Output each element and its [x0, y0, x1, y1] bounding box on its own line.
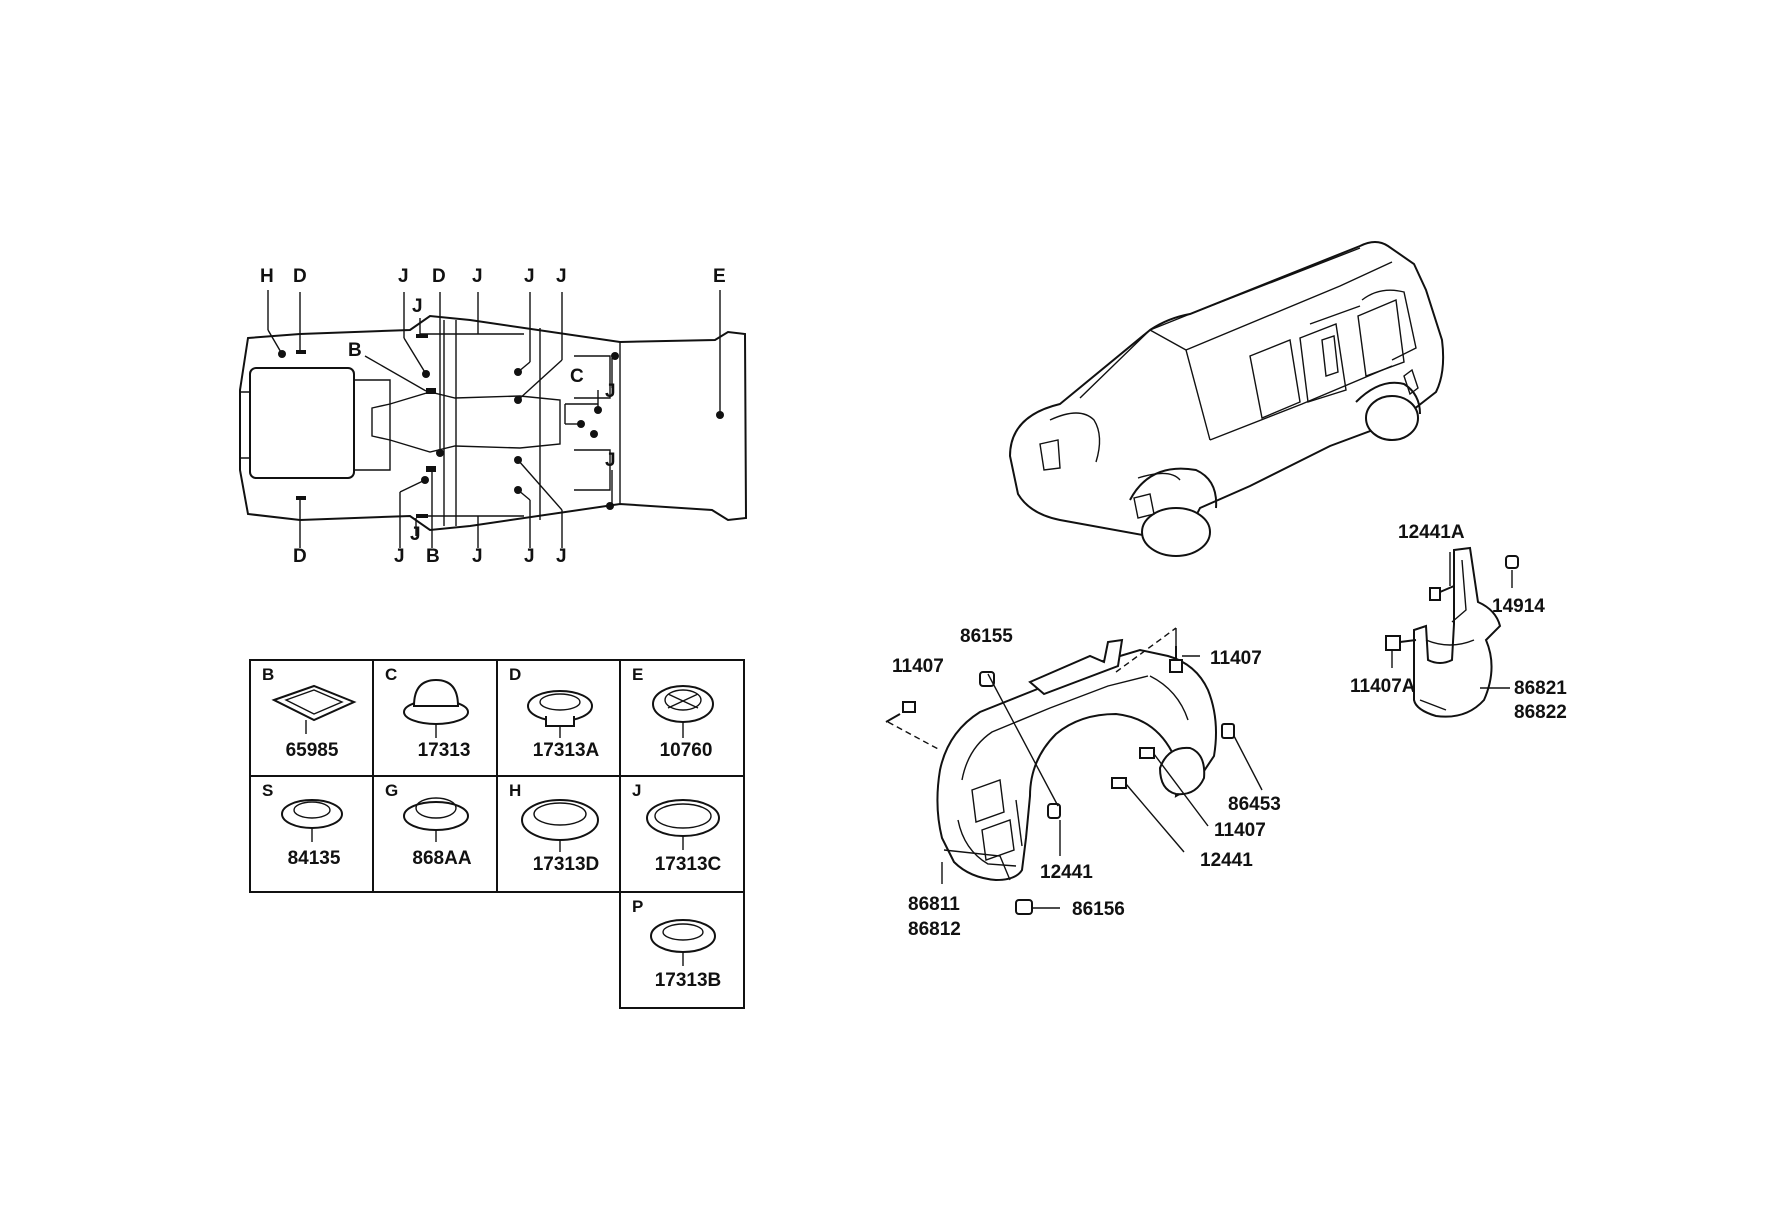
floor-callout-J: J — [556, 546, 567, 567]
plug-letter: G — [385, 781, 398, 800]
plug-letter: C — [385, 665, 397, 684]
screw-icon — [1111, 747, 1155, 789]
floor-callout-J: J — [524, 266, 535, 287]
rear-callout: 86822 — [1514, 702, 1567, 723]
rear-callout: 86821 — [1514, 678, 1567, 699]
clip-icon — [1505, 555, 1519, 569]
liner-callout: 12441 — [1040, 862, 1093, 883]
rear-callout: 14914 — [1492, 596, 1545, 617]
bolt-icon — [1429, 585, 1455, 601]
floor-plan: H D J D J J J E J B C J J D J J B J J J — [239, 266, 748, 567]
floor-callout-B: B — [348, 340, 362, 361]
floor-callout-J: J — [556, 266, 567, 287]
liner-callout: 86812 — [908, 919, 961, 940]
plug-domed-grommet — [403, 797, 469, 842]
plug-small-grommet — [281, 799, 343, 842]
floor-callout-J: J — [394, 546, 405, 567]
bolt-icon — [1169, 646, 1183, 673]
clip-icon — [1015, 899, 1033, 915]
plug-part-number: 10760 — [660, 740, 713, 761]
liner-callout: 86156 — [1072, 899, 1125, 920]
liner-callout: 86155 — [960, 626, 1013, 647]
floor-callout-J: J — [524, 546, 535, 567]
plug-part-number: 17313A — [533, 740, 600, 761]
plug-part-number: 17313 — [418, 740, 471, 761]
bolt-icon — [885, 701, 916, 723]
floor-callout-J: J — [605, 381, 616, 402]
plug-part-number: 17313B — [655, 970, 722, 991]
plug-cross — [652, 685, 714, 738]
floor-callout-J: J — [410, 524, 421, 545]
plug-letter: H — [509, 781, 521, 800]
liner-callout: 11407 — [1210, 648, 1262, 669]
plug-letter: P — [632, 897, 643, 916]
rear-callout: 11407A — [1350, 676, 1416, 697]
plug-part-number: 84135 — [288, 848, 341, 869]
plug-letter: D — [509, 665, 521, 684]
plug-thin-ring — [650, 919, 716, 966]
clip-icon — [1221, 723, 1235, 739]
rear-mud-guard: 12441A 14914 11407A 86821 86822 — [1350, 522, 1567, 723]
floor-callout-J: J — [605, 450, 616, 471]
plug-letter: J — [632, 781, 641, 800]
liner-callout: 11407 — [1214, 820, 1266, 841]
plug-part-number: 65985 — [286, 740, 339, 761]
floor-callout-J: J — [472, 266, 483, 287]
car-illustration — [1008, 241, 1445, 557]
floor-callout-C: C — [570, 366, 584, 387]
floor-callout-H: H — [260, 266, 274, 287]
plug-letter: B — [262, 665, 274, 684]
floor-callout-J: J — [472, 546, 483, 567]
nut-icon — [1047, 803, 1061, 819]
plug-cap-grommet — [403, 678, 469, 738]
plug-large-ring — [521, 799, 599, 852]
liner-callout: 86811 — [908, 894, 960, 915]
floor-callout-E: E — [713, 266, 726, 287]
plug-table: B C D E S G H J P 65985 17313 17313A 107… — [249, 659, 745, 1009]
bolt-icon — [1385, 635, 1417, 651]
floor-callout-D: D — [293, 546, 307, 567]
floor-callout-J: J — [398, 266, 409, 287]
front-fender-liner: 86155 11407 11407 86453 11407 12441 1244… — [885, 626, 1281, 940]
floor-callout-B: B — [426, 546, 440, 567]
liner-callout: 86453 — [1228, 794, 1281, 815]
plug-flat-ring — [646, 799, 720, 850]
plug-part-number: 868AA — [412, 848, 471, 869]
plug-part-number: 17313C — [655, 854, 722, 875]
plug-square-gasket — [271, 684, 357, 734]
liner-callout: 12441 — [1200, 850, 1253, 871]
liner-callout: 11407 — [892, 656, 944, 677]
plug-letter: E — [632, 665, 643, 684]
plug-ring-grommet — [527, 690, 593, 738]
nut-icon — [979, 671, 995, 687]
rear-callout: 12441A — [1398, 522, 1465, 543]
floor-callout-D: D — [432, 266, 446, 287]
floor-callout-J: J — [412, 296, 423, 317]
plug-part-number: 17313D — [533, 854, 600, 875]
plug-letter: S — [262, 781, 273, 800]
floor-callout-D: D — [293, 266, 307, 287]
